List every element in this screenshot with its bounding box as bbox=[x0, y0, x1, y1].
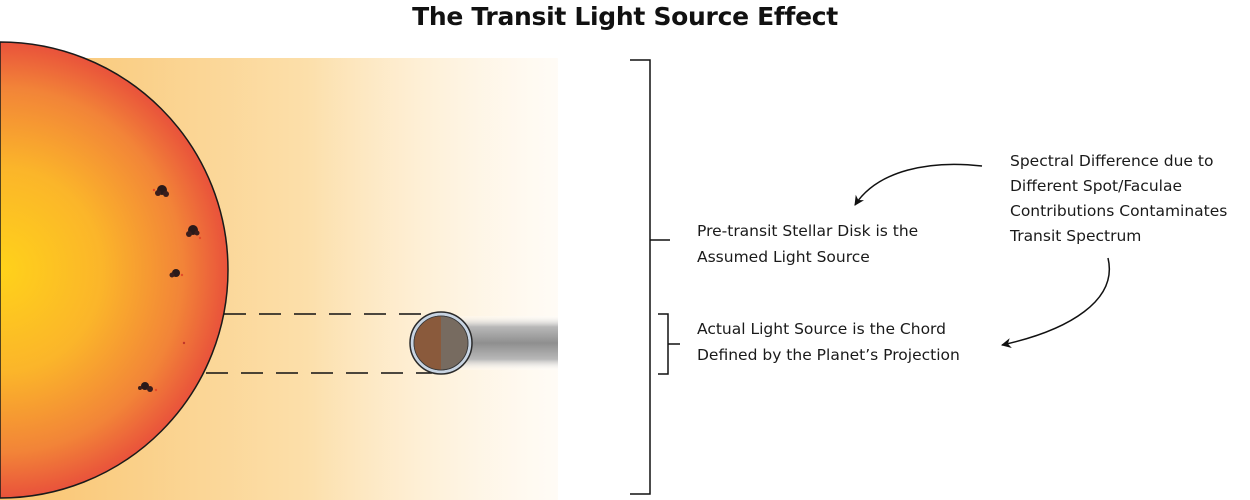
stellar-disk bbox=[0, 41, 229, 499]
actual-light-source-label: Actual Light Source is the Chord Defined… bbox=[697, 320, 960, 364]
arrow-to-assumed-source bbox=[854, 163, 983, 206]
arrow-to-actual-source bbox=[1001, 257, 1111, 348]
starspot bbox=[186, 225, 202, 240]
stellar-disk-bracket bbox=[630, 59, 670, 495]
planet bbox=[409, 311, 473, 375]
starspot bbox=[152, 185, 169, 197]
starspot-small bbox=[182, 341, 186, 345]
starspot bbox=[169, 269, 184, 278]
spectral-difference-label: Spectral Difference due to Different Spo… bbox=[1009, 152, 1232, 245]
starspot bbox=[138, 382, 158, 392]
starspots bbox=[138, 185, 202, 392]
diagram-title: The Transit Light Source Effect bbox=[412, 2, 838, 31]
chord-bracket bbox=[658, 313, 680, 375]
assumed-light-source-label: Pre-transit Stellar Disk is the Assumed … bbox=[697, 222, 923, 266]
